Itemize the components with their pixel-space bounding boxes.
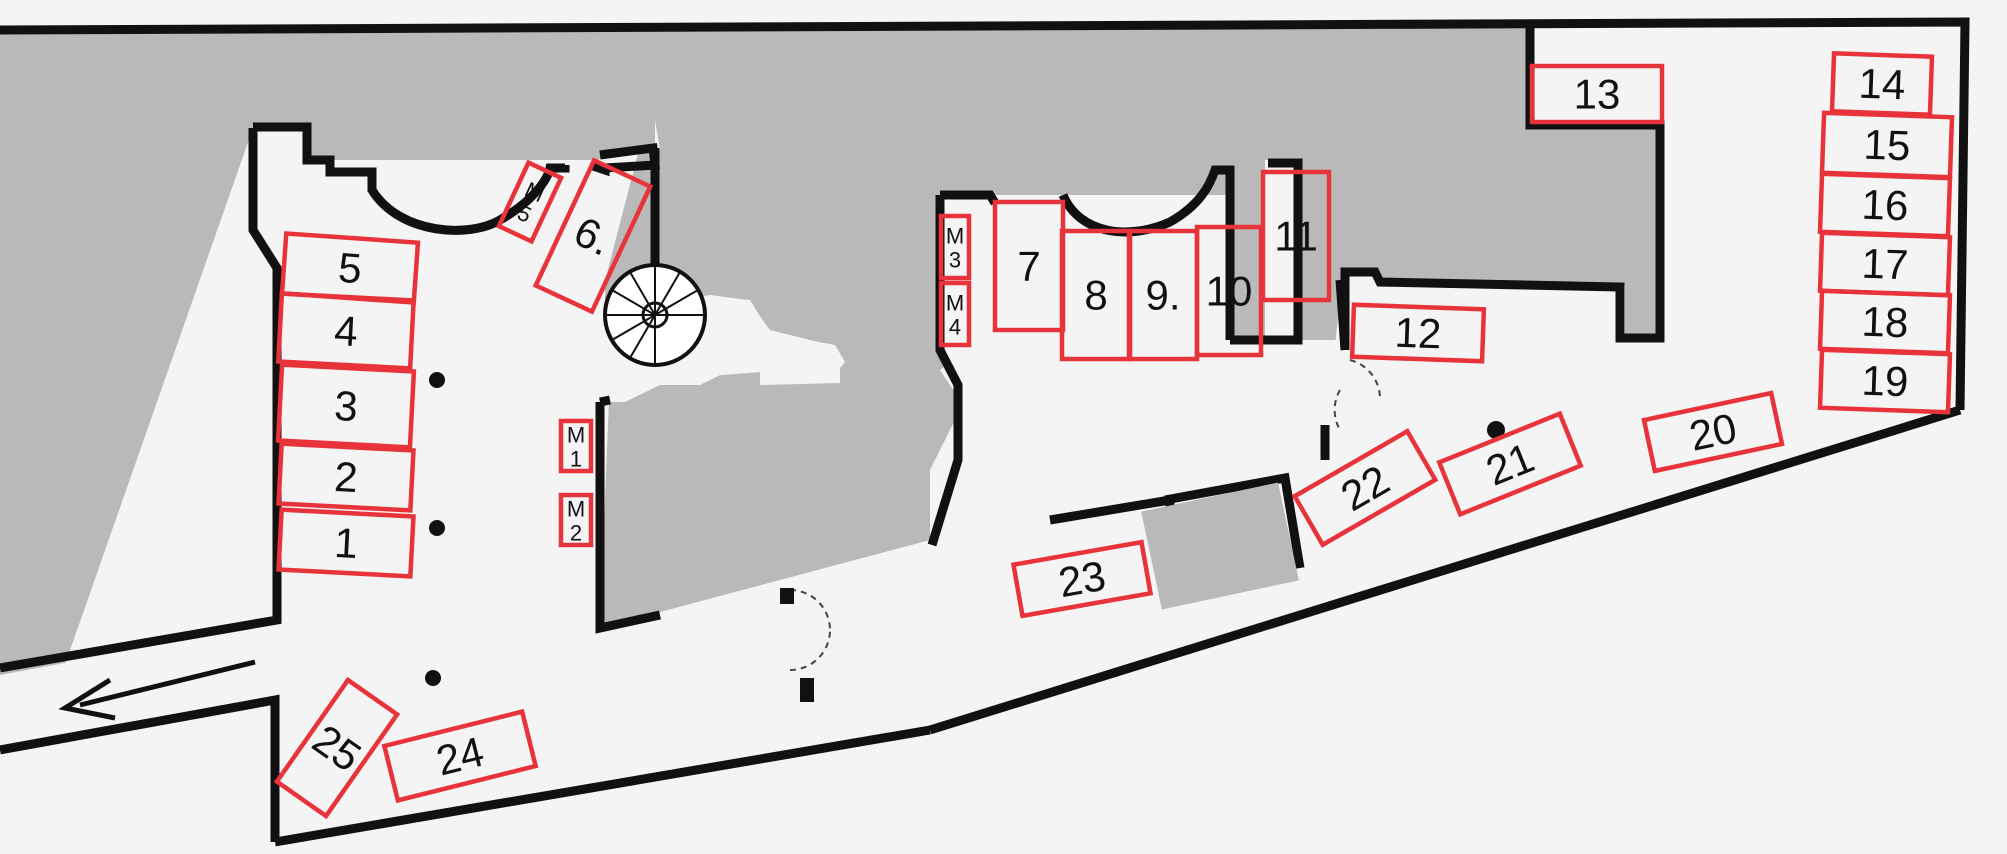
building-masses bbox=[0, 28, 1660, 675]
stall-label: 24 bbox=[432, 728, 489, 785]
small-stall-number: 3 bbox=[949, 248, 961, 273]
small-stall-letter: M bbox=[567, 423, 585, 448]
small-stall-m2: M2 bbox=[558, 492, 594, 548]
stall-outline bbox=[279, 231, 421, 305]
stall-outline bbox=[532, 157, 654, 315]
stall-label: 9. bbox=[1145, 272, 1180, 319]
stall-1: 1 bbox=[276, 507, 416, 579]
stall-label: 19 bbox=[1861, 357, 1909, 406]
stall-3: 3 bbox=[275, 362, 417, 450]
stall-label: 8 bbox=[1084, 272, 1107, 319]
stall-outline bbox=[1436, 410, 1584, 518]
stall-15: 15 bbox=[1819, 110, 1955, 180]
stall-label: 13 bbox=[1574, 71, 1621, 118]
stall-outline bbox=[1641, 390, 1785, 474]
small-stall-m3: M3 bbox=[938, 213, 972, 281]
stall-label: 16 bbox=[1861, 181, 1909, 230]
stall-19: 19 bbox=[1817, 347, 1953, 415]
stall-outline bbox=[276, 441, 416, 513]
stall-label: 11 bbox=[1274, 213, 1318, 260]
stall-20: 20 bbox=[1641, 390, 1785, 474]
small-stall-outline bbox=[558, 492, 594, 548]
small-stall-outline bbox=[938, 213, 972, 281]
stall-outline bbox=[1817, 347, 1953, 415]
stall-label: 7 bbox=[1017, 243, 1040, 290]
stall-outline bbox=[1349, 302, 1487, 364]
small-stall-outline bbox=[938, 280, 972, 348]
stall-label: 3 bbox=[333, 382, 359, 430]
stall-outline bbox=[1529, 63, 1665, 125]
stall-label: 23 bbox=[1055, 552, 1109, 606]
columns bbox=[425, 372, 1505, 686]
stall-outline bbox=[273, 676, 401, 820]
stall-11: 11 bbox=[1260, 169, 1332, 303]
stall-24: 24 bbox=[381, 708, 539, 804]
stall-outline bbox=[381, 708, 539, 804]
stall-outline bbox=[1010, 539, 1154, 619]
small-stall-number: 1 bbox=[570, 447, 582, 472]
stall-label: 10 bbox=[1206, 268, 1253, 315]
stall-12: 12 bbox=[1349, 302, 1487, 364]
stall-2: 2 bbox=[276, 441, 416, 513]
stall-outline bbox=[275, 362, 417, 450]
small-stall-m1: M1 bbox=[558, 418, 594, 474]
stall-label: 20 bbox=[1685, 404, 1740, 460]
walls bbox=[0, 17, 1970, 847]
stall-label: 18 bbox=[1861, 298, 1909, 347]
small-stall-letter: M bbox=[946, 291, 964, 316]
stall-outline bbox=[1291, 428, 1439, 548]
interior-floor bbox=[0, 25, 1965, 850]
stall-label: 4 bbox=[333, 307, 359, 355]
doors bbox=[780, 359, 1382, 702]
small-stall-letter: M bbox=[567, 497, 585, 522]
stall-label: 15 bbox=[1863, 121, 1911, 170]
stair-shaft bbox=[1141, 482, 1299, 610]
small-stall-outline bbox=[495, 159, 565, 245]
stall-label: 12 bbox=[1394, 309, 1442, 358]
small-stall-number: 2 bbox=[570, 521, 582, 546]
stall-13: 13 bbox=[1529, 63, 1665, 125]
stall-label: 14 bbox=[1858, 60, 1906, 109]
stall-23: 23 bbox=[1010, 539, 1154, 619]
stall-outline bbox=[276, 507, 416, 579]
stall-outline bbox=[1260, 169, 1332, 303]
stall-5: 5 bbox=[279, 231, 421, 305]
arrow-left-icon bbox=[58, 659, 256, 721]
stall-label: 5 bbox=[337, 244, 364, 293]
small-stall-number: 4 bbox=[949, 315, 961, 340]
small-stall-letter: M bbox=[946, 224, 964, 249]
small-stall-m4: M4 bbox=[938, 280, 972, 348]
stall-label: 1 bbox=[333, 519, 359, 567]
stall-label: 2 bbox=[333, 453, 359, 501]
spiral-staircase-icon bbox=[603, 263, 707, 367]
small-stall-outline bbox=[558, 418, 594, 474]
stall-18: 18 bbox=[1817, 288, 1953, 356]
stall-label: 17 bbox=[1861, 240, 1909, 289]
